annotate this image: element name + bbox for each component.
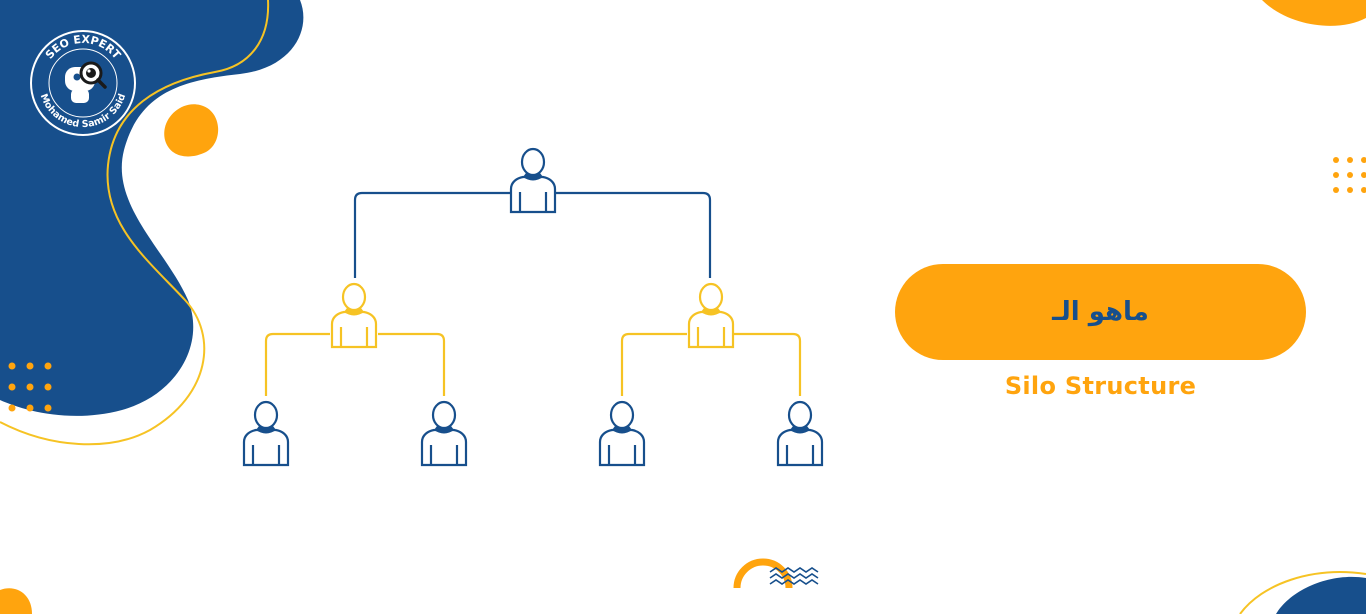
connector-root-left xyxy=(353,191,510,278)
dot-grid-right xyxy=(1333,157,1366,193)
connector-right-b xyxy=(734,332,802,396)
person-icon-root xyxy=(509,147,557,214)
silo-hierarchy-diagram xyxy=(242,147,824,467)
title-pill: ماهو الـ xyxy=(895,264,1306,360)
navy-blob-bottom-right xyxy=(1276,576,1366,614)
person-icon-level3-1 xyxy=(242,400,290,467)
connector-left-b xyxy=(378,332,446,396)
connector-left-a xyxy=(264,332,330,396)
robot-magnifier-icon xyxy=(65,61,107,103)
person-icon-level3-4 xyxy=(776,400,824,467)
orange-blob xyxy=(164,104,219,157)
wave-lines xyxy=(769,567,819,585)
logo: SEO EXPERT Mohamed Samir Said xyxy=(30,30,136,136)
subtitle: Silo Structure xyxy=(1004,372,1197,400)
person-icon-level2-left xyxy=(330,282,378,349)
dot-grid-left xyxy=(8,362,52,412)
title-text: ماهو الـ xyxy=(1052,297,1149,327)
connector-root-right xyxy=(556,191,712,278)
person-icon-level2-right xyxy=(687,282,735,349)
orange-blob-top-right xyxy=(1262,0,1366,26)
orange-corner-bottom-left xyxy=(0,588,32,614)
connector-right-a xyxy=(620,332,687,396)
yellow-outline-bottom-right xyxy=(1239,571,1366,614)
yellow-outline-curve xyxy=(0,0,270,446)
person-icon-level3-2 xyxy=(420,400,468,467)
person-icon-level3-3 xyxy=(598,400,646,467)
orange-arc xyxy=(733,558,793,589)
